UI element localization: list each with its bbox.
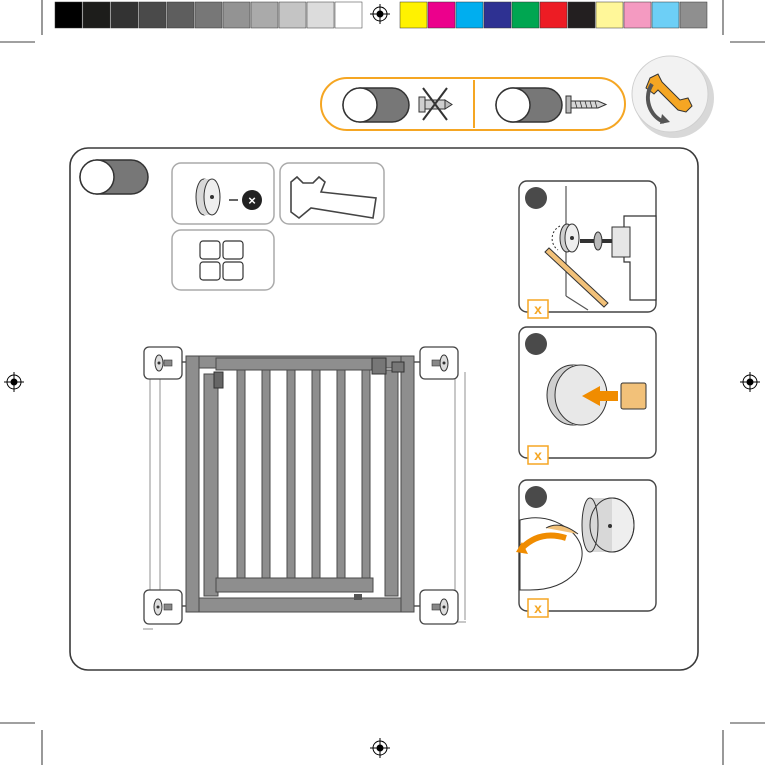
color-swatch <box>624 2 651 28</box>
grayscale-swatch <box>279 2 306 28</box>
corner-cup-top-left <box>144 347 182 379</box>
wall-cup-icon <box>196 179 220 215</box>
grayscale-swatch <box>139 2 166 28</box>
corner-cup-top-right <box>420 347 458 379</box>
step-panel-3: x <box>516 480 656 617</box>
multiplier-glyph: x <box>534 447 542 463</box>
step-panel-2: x <box>519 327 656 464</box>
grayscale-swatch <box>195 2 222 28</box>
color-swatch <box>512 2 539 28</box>
corner-cup-bottom-right <box>420 590 458 624</box>
color-swatch-bar <box>400 2 707 28</box>
multiplier-glyph: x <box>534 600 542 616</box>
grayscale-swatch <box>167 2 194 28</box>
registration-mark-right <box>740 372 760 392</box>
corner-cup-bottom-left <box>144 590 182 624</box>
color-swatch <box>568 2 595 28</box>
color-swatch <box>540 2 567 28</box>
registration-mark-bottom <box>370 738 390 758</box>
color-swatch <box>456 2 483 28</box>
color-swatch <box>596 2 623 28</box>
wrench-part-box <box>280 163 384 224</box>
step-number-badge <box>525 187 547 209</box>
grayscale-swatch <box>307 2 334 28</box>
quantity-multiplier: × <box>248 193 256 208</box>
wall-pad-part-box: × <box>172 163 274 224</box>
step-number-badge <box>525 486 547 508</box>
multiplier-glyph: x <box>534 301 542 317</box>
grayscale-swatch <box>55 2 82 28</box>
step-panel-1: x <box>519 181 656 318</box>
color-swatch <box>484 2 511 28</box>
option-selector-pill <box>80 160 148 194</box>
color-swatch <box>680 2 707 28</box>
registration-mark-top <box>370 4 390 24</box>
color-swatch <box>652 2 679 28</box>
color-swatch <box>400 2 427 28</box>
grid-part-box <box>172 230 274 290</box>
grayscale-color-bar <box>55 2 362 28</box>
grayscale-swatch <box>83 2 110 28</box>
registration-mark-left <box>4 372 24 392</box>
wrench-rotate-icon <box>632 56 714 138</box>
grayscale-swatch <box>251 2 278 28</box>
grayscale-swatch <box>111 2 138 28</box>
grayscale-swatch <box>223 2 250 28</box>
grayscale-swatch <box>335 2 362 28</box>
color-swatch <box>428 2 455 28</box>
step-number-badge <box>525 333 547 355</box>
